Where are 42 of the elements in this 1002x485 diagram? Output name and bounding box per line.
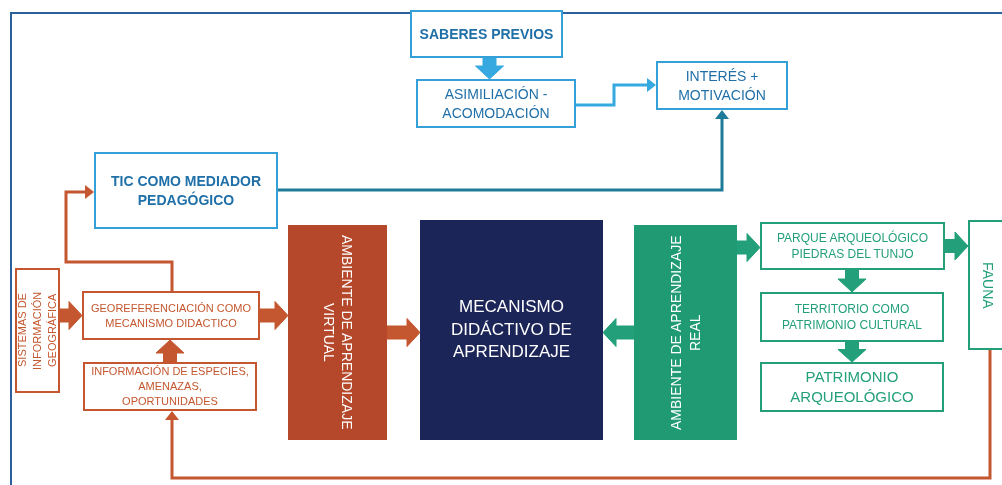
process-box (94, 152, 278, 229)
process-box (760, 362, 944, 412)
process-box (760, 222, 945, 270)
box-label: SISTEMAS DE INFORMACIÓN GEOGRÁFICA (15, 290, 59, 372)
box-label: TERRITORIO COMO PATRIMONIO CULTURAL (781, 300, 923, 334)
filled-box (420, 220, 603, 440)
process-box (416, 79, 576, 128)
block-arrow (736, 233, 761, 262)
block-arrow (944, 231, 969, 261)
process-box (82, 291, 260, 340)
box-label: ASIMILIACIÓN - ACOMODACIÓN (441, 84, 551, 123)
filled-box (634, 225, 737, 440)
box-label: FAUNA (979, 261, 998, 309)
process-box (760, 292, 944, 342)
box-label: GEOREFERENCIACIÓN COMO MECANISMO DIDACTICO (89, 300, 253, 331)
box-label: PARQUE ARQUEOLÓGICO PIEDRAS DEL TUNJO (775, 229, 930, 263)
arrow (165, 350, 992, 480)
arrow (64, 185, 174, 291)
process-box (410, 10, 563, 58)
block-arrow (386, 318, 421, 347)
process-box (656, 61, 788, 110)
box-label: TIC COMO MEDIADOR PEDAGÓGICO (109, 171, 263, 210)
process-box (83, 362, 257, 411)
box-label: INFORMACIÓN DE ESPECIES, AMENAZAS, OPORTUNIDADES (90, 364, 250, 409)
block-arrow (155, 339, 185, 363)
box-label: AMBIENTE DE APRENDIZAJE VIRTUAL (319, 234, 357, 432)
block-arrow (59, 301, 83, 330)
box-label: PATRIMONIO ARQUEOLÓGICO (789, 366, 915, 407)
block-arrow (602, 318, 635, 347)
arrow (576, 78, 656, 107)
block-arrow (475, 57, 504, 80)
process-box (15, 268, 60, 393)
box-label: SABERES PREVIOS (419, 24, 554, 44)
box-label: AMBIENTE DE APRENDIZAJE REAL (666, 234, 704, 432)
box-label: MECANISMO DIDÁCTIVO DE APRENDIZAJE (450, 295, 573, 364)
block-arrow (259, 301, 289, 330)
filled-box (288, 225, 387, 440)
box-label: INTERÉS + MOTIVACIÓN (677, 66, 767, 105)
arrow (278, 110, 729, 192)
block-arrow (837, 269, 867, 293)
block-arrow (837, 341, 867, 363)
process-box (968, 220, 1002, 350)
